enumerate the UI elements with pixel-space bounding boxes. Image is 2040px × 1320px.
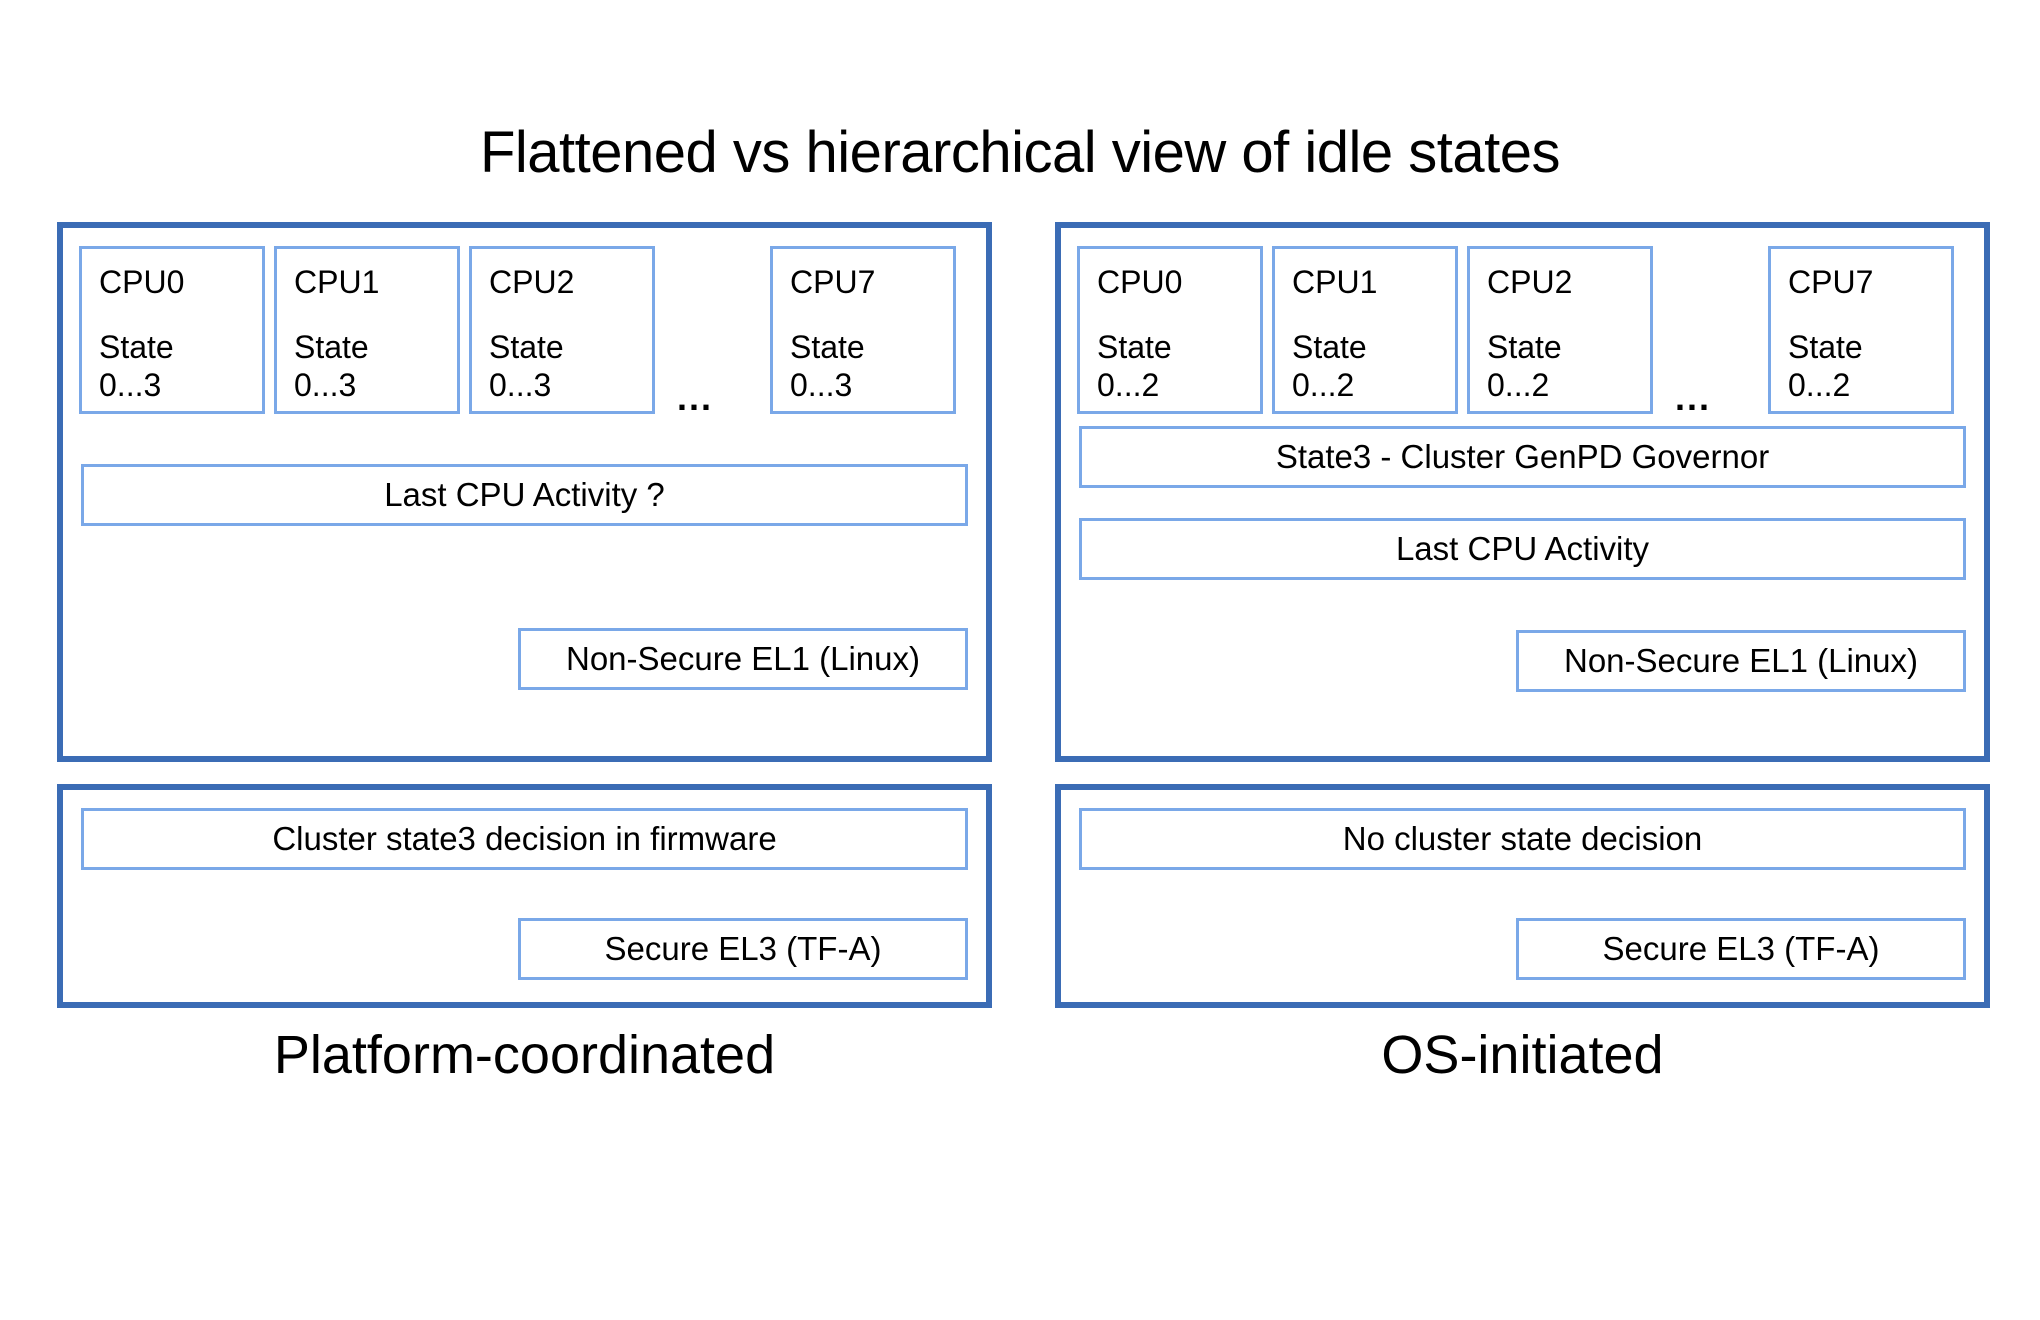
cpu-box-cpu7[interactable]: CPU7 State 0...3	[770, 246, 956, 414]
cpu-state-range: 0...2	[1788, 367, 1851, 403]
cpu-state-range: 0...3	[489, 367, 552, 403]
cpu-state-label: State	[1097, 329, 1172, 365]
exception-level-el1-box[interactable]: Non-Secure EL1 (Linux)	[518, 628, 968, 690]
cpu-state-label: State	[1487, 329, 1562, 365]
cpu-row-os-initiated: CPU0 State 0...2 CPU1 State 0...2 CPU2	[1061, 228, 1984, 428]
exception-level-el3-box[interactable]: Secure EL3 (TF-A)	[1516, 918, 1966, 980]
cpu-box-cpu1[interactable]: CPU1 State 0...3	[274, 246, 460, 414]
cpu-state-range: 0...3	[790, 367, 853, 403]
cpu-box-cpu2[interactable]: CPU2 State 0...2	[1467, 246, 1653, 414]
os-panel-os-initiated: CPU0 State 0...2 CPU1 State 0...2 CPU2	[1055, 222, 1990, 762]
last-cpu-activity-box[interactable]: Last CPU Activity ?	[81, 464, 968, 526]
os-panel-platform-coordinated: CPU0 State 0...3 CPU1 State 0...3 CPU2	[57, 222, 992, 762]
cpu-box-name: CPU2	[1487, 264, 1573, 300]
cpu-box-state: State 0...3	[790, 328, 865, 404]
page-title: Flattened vs hierarchical view of idle s…	[479, 120, 1561, 185]
cpu-box-state: State 0...3	[489, 328, 564, 404]
cpu-box-name: CPU7	[790, 264, 876, 300]
cpu-state-label: State	[489, 329, 564, 365]
cpu-box-state: State 0...2	[1487, 328, 1562, 404]
cpu-box-state: State 0...2	[1097, 328, 1172, 404]
column-platform-coordinated: CPU0 State 0...3 CPU1 State 0...3 CPU2	[57, 222, 992, 1008]
last-cpu-activity-box[interactable]: Last CPU Activity	[1079, 518, 1966, 580]
cpu-box-cpu0[interactable]: CPU0 State 0...2	[1077, 246, 1263, 414]
cpu-box-cpu7[interactable]: CPU7 State 0...2	[1768, 246, 1954, 414]
cpu-box-state: State 0...3	[294, 328, 369, 404]
cpu-box-state: State 0...2	[1788, 328, 1863, 404]
column-os-initiated: CPU0 State 0...2 CPU1 State 0...2 CPU2	[1055, 222, 1990, 1008]
cpu-state-label: State	[99, 329, 174, 365]
cpu-box-name: CPU0	[99, 264, 185, 300]
cpu-box-cpu0[interactable]: CPU0 State 0...3	[79, 246, 265, 414]
cpu-ellipsis: ...	[677, 377, 714, 418]
cpu-state-label: State	[1788, 329, 1863, 365]
cpu-state-range: 0...2	[1097, 367, 1160, 403]
exception-level-el1-box[interactable]: Non-Secure EL1 (Linux)	[1516, 630, 1966, 692]
caption-platform-coordinated: Platform-coordinated	[273, 1025, 776, 1085]
cpu-state-range: 0...2	[1487, 367, 1550, 403]
cpu-row-platform-coordinated: CPU0 State 0...3 CPU1 State 0...3 CPU2	[63, 228, 986, 428]
cpu-box-name: CPU1	[1292, 264, 1378, 300]
cpu-state-range: 0...2	[1292, 367, 1355, 403]
cpu-state-range: 0...3	[294, 367, 357, 403]
cpu-ellipsis: ...	[1675, 377, 1712, 418]
cpu-box-name: CPU0	[1097, 264, 1183, 300]
cluster-decision-box[interactable]: Cluster state3 decision in firmware	[81, 808, 968, 870]
cluster-genpd-governor-box[interactable]: State3 - Cluster GenPD Governor	[1079, 426, 1966, 488]
cpu-box-cpu2[interactable]: CPU2 State 0...3	[469, 246, 655, 414]
cpu-state-range: 0...3	[99, 367, 162, 403]
cpu-box-name: CPU7	[1788, 264, 1874, 300]
cpu-box-state: State 0...3	[99, 328, 174, 404]
cpu-box-name: CPU1	[294, 264, 380, 300]
exception-level-el3-box[interactable]: Secure EL3 (TF-A)	[518, 918, 968, 980]
cluster-decision-box[interactable]: No cluster state decision	[1079, 808, 1966, 870]
cpu-box-cpu1[interactable]: CPU1 State 0...2	[1272, 246, 1458, 414]
cpu-state-label: State	[1292, 329, 1367, 365]
caption-os-initiated: OS-initiated	[1381, 1025, 1664, 1085]
firmware-panel-platform-coordinated: Cluster state3 decision in firmware Secu…	[57, 784, 992, 1008]
cpu-state-label: State	[294, 329, 369, 365]
cpu-state-label: State	[790, 329, 865, 365]
cpu-box-name: CPU2	[489, 264, 575, 300]
firmware-panel-os-initiated: No cluster state decision Secure EL3 (TF…	[1055, 784, 1990, 1008]
cpu-box-state: State 0...2	[1292, 328, 1367, 404]
